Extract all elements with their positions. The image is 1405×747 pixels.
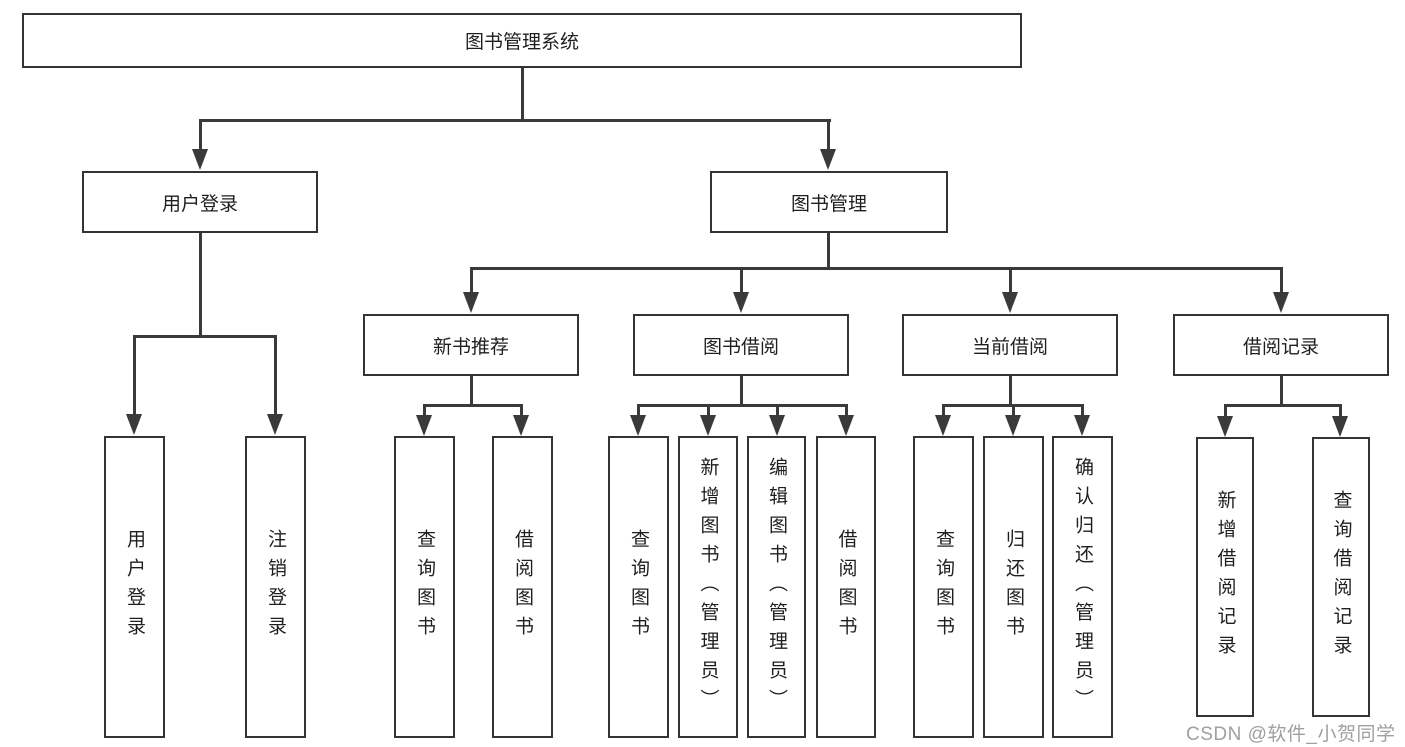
- node-user-login: 用户登录: [82, 171, 318, 233]
- connector-book-mgmt-split: [470, 267, 1282, 270]
- leaf-return-books: 归还图书: [983, 436, 1044, 738]
- leaf-query-books-borrowing: 查询图书: [608, 436, 669, 738]
- connector-to-leaf: [520, 404, 523, 417]
- node-new-book-recommend: 新书推荐: [363, 314, 579, 376]
- connector-to-book-borrow: [740, 267, 743, 294]
- arrow-down-icon: [935, 415, 951, 436]
- connector-stem: [1009, 374, 1012, 406]
- node-borrowing-records: 借阅记录: [1173, 314, 1389, 376]
- connector-to-user-login: [199, 119, 202, 152]
- connector-to-leaf: [1224, 404, 1227, 418]
- connector-split: [637, 404, 847, 407]
- leaf-query-borrow-record: 查询借阅记录: [1312, 437, 1370, 717]
- arrow-down-icon: [416, 415, 432, 436]
- leaf-add-books-admin: 新增图书（管理员）: [678, 436, 738, 738]
- arrow-down-icon: [126, 414, 142, 435]
- arrow-down-icon: [1005, 415, 1021, 436]
- arrow-down-icon: [769, 415, 785, 436]
- connector-root-split: [199, 119, 831, 122]
- node-book-management: 图书管理: [710, 171, 948, 233]
- leaf-edit-books-admin: 编辑图书（管理员）: [747, 436, 806, 738]
- leaf-logout: 注销登录: [245, 436, 306, 738]
- connector-user-login-split: [133, 335, 277, 338]
- connector-user-login-stem: [199, 233, 202, 337]
- connector-to-current-borrow: [1009, 267, 1012, 294]
- connector-to-leaf: [1081, 404, 1084, 417]
- arrow-down-icon: [267, 414, 283, 435]
- connector-to-new-book: [470, 267, 473, 294]
- connector-to-leaf: [274, 335, 277, 415]
- node-book-borrowing: 图书借阅: [633, 314, 849, 376]
- connector-to-leaf: [637, 404, 640, 417]
- connector-to-leaf: [707, 404, 710, 417]
- connector-stem: [740, 374, 743, 406]
- arrow-down-icon: [700, 415, 716, 436]
- connector-root-stem: [521, 68, 524, 121]
- connector-to-leaf: [776, 404, 779, 417]
- arrow-down-icon: [513, 415, 529, 436]
- arrow-down-icon: [1273, 292, 1289, 313]
- arrow-down-icon: [463, 292, 479, 313]
- connector-stem: [470, 374, 473, 406]
- connector-book-mgmt-stem: [827, 233, 830, 269]
- connector-to-book-management: [827, 119, 830, 152]
- arrow-down-icon: [1217, 416, 1233, 437]
- connector-to-leaf: [1012, 404, 1015, 417]
- connector-stem: [1280, 374, 1283, 406]
- connector-split: [423, 404, 523, 407]
- leaf-borrow-books-borrowing: 借阅图书: [816, 436, 876, 738]
- connector-split: [1224, 404, 1341, 407]
- arrow-down-icon: [1002, 292, 1018, 313]
- connector-to-leaf: [845, 404, 848, 417]
- leaf-confirm-return-admin: 确认归还（管理员）: [1052, 436, 1113, 738]
- arrow-down-icon: [630, 415, 646, 436]
- arrow-down-icon: [192, 149, 208, 170]
- leaf-query-books-recommend: 查询图书: [394, 436, 455, 738]
- leaf-borrow-books-recommend: 借阅图书: [492, 436, 553, 738]
- leaf-add-borrow-record: 新增借阅记录: [1196, 437, 1254, 717]
- connector-to-leaf: [133, 335, 136, 415]
- arrow-down-icon: [838, 415, 854, 436]
- arrow-down-icon: [820, 149, 836, 170]
- leaf-user-login: 用户登录: [104, 436, 165, 738]
- connector-to-leaf: [942, 404, 945, 417]
- arrow-down-icon: [733, 292, 749, 313]
- connector-to-leaf: [423, 404, 426, 417]
- connector-to-leaf: [1339, 404, 1342, 418]
- leaf-query-books-current: 查询图书: [913, 436, 974, 738]
- watermark: CSDN @软件_小贺同学: [1186, 724, 1396, 745]
- node-library-system-root: 图书管理系统: [22, 13, 1022, 68]
- node-current-borrowing: 当前借阅: [902, 314, 1118, 376]
- connector-to-borrow-records: [1280, 267, 1283, 294]
- arrow-down-icon: [1074, 415, 1090, 436]
- arrow-down-icon: [1332, 416, 1348, 437]
